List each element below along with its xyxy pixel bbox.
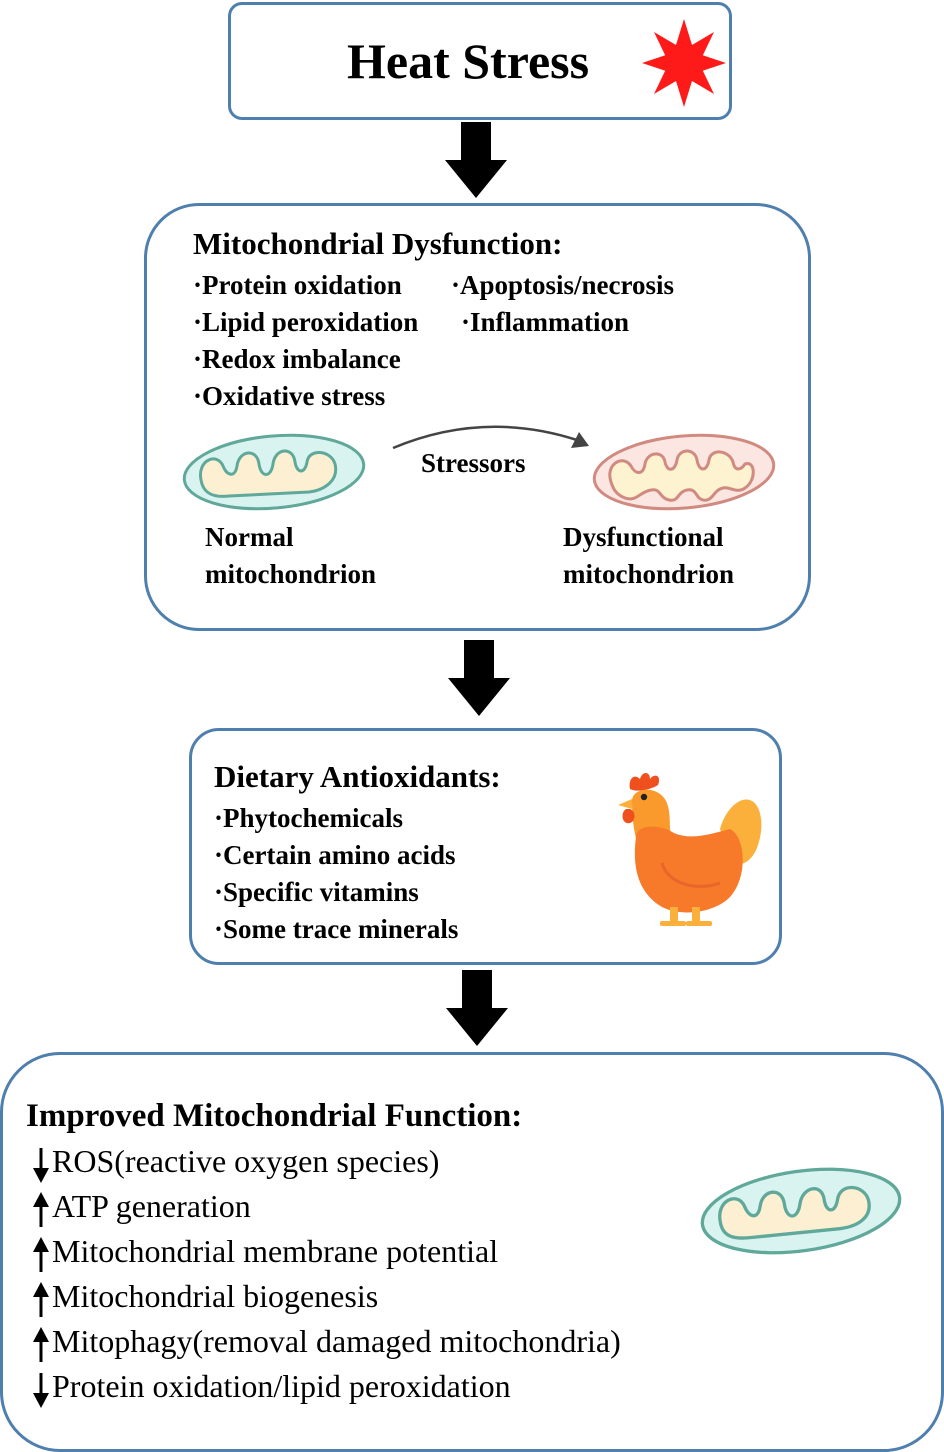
dysfunction-title: Mitochondrial Dysfunction: <box>193 226 563 261</box>
healthy-mitochondrion-icon <box>700 1167 902 1255</box>
improved-item-text: ROS(reactive oxygen species) <box>52 1143 440 1179</box>
down-arrow-2 <box>448 640 510 716</box>
chicken-icon <box>618 773 762 926</box>
down-arrow-1 <box>445 122 507 198</box>
improved-item-text: ATP generation <box>52 1188 251 1224</box>
antioxidants-title: Dietary Antioxidants: <box>214 759 501 794</box>
improved-title: Improved Mitochondrial Function: <box>26 1098 523 1134</box>
antioxidants-box: Dietary Antioxidants: ·Phytochemicals ·C… <box>189 728 782 965</box>
improved-item: Mitochondrial biogenesis <box>31 1278 378 1319</box>
arrow-up-icon <box>33 1191 49 1227</box>
dysfunction-box: Mitochondrial Dysfunction: ·Protein oxid… <box>144 203 811 631</box>
down-arrow-3 <box>446 970 508 1046</box>
dysfunctional-label: Dysfunctional <box>563 522 724 552</box>
dysfunction-item: ·Redox imbalance <box>193 344 401 374</box>
improved-item: Mitophagy(removal damaged mitochondria) <box>31 1323 621 1364</box>
normal-mitochondrion-icon <box>182 433 366 511</box>
heat-stress-box: Heat Stress <box>228 2 732 120</box>
normal-label: Normal <box>205 522 294 552</box>
improved-function-box: Improved Mitochondrial Function: ROS(rea… <box>0 1052 944 1452</box>
arrow-down-icon <box>33 1147 49 1183</box>
dysfunction-item: ·Inflammation <box>461 307 630 337</box>
antioxidant-item: ·Specific vitamins <box>214 877 419 907</box>
antioxidant-item: ·Certain amino acids <box>214 840 456 870</box>
improved-item: ATP generation <box>31 1188 251 1229</box>
heat-stress-title: Heat Stress <box>347 33 590 89</box>
dysfunction-item: ·Oxidative stress <box>193 381 386 411</box>
arrow-up-icon <box>33 1326 49 1362</box>
normal-label: mitochondrion <box>205 559 377 589</box>
dysfunctional-mitochondrion-icon <box>592 433 776 511</box>
sun-icon <box>642 19 726 107</box>
arrow-down-icon <box>33 1372 49 1408</box>
improved-item: Mitochondrial membrane potential <box>31 1233 498 1274</box>
improved-item-text: Mitochondrial biogenesis <box>52 1278 379 1314</box>
dysfunctional-label: mitochondrion <box>563 559 735 589</box>
dysfunction-item: ·Lipid peroxidation <box>193 307 419 337</box>
arrow-up-icon <box>33 1236 49 1272</box>
stressors-label: Stressors <box>421 448 526 478</box>
antioxidant-item: ·Phytochemicals <box>214 803 403 833</box>
improved-item-text: Mitochondrial membrane potential <box>52 1233 499 1269</box>
arrow-up-icon <box>33 1281 49 1317</box>
dysfunction-item: ·Protein oxidation <box>193 270 402 300</box>
improved-item: ROS(reactive oxygen species) <box>31 1143 439 1184</box>
dysfunction-item: ·Apoptosis/necrosis <box>451 270 675 300</box>
improved-item-text: Mitophagy(removal damaged mitochondria) <box>52 1323 621 1359</box>
improved-item-text: Protein oxidation/lipid peroxidation <box>52 1368 511 1404</box>
antioxidant-item: ·Some trace minerals <box>214 914 459 944</box>
stressors-arrow-icon <box>392 425 589 450</box>
improved-item: Protein oxidation/lipid peroxidation <box>31 1368 511 1409</box>
